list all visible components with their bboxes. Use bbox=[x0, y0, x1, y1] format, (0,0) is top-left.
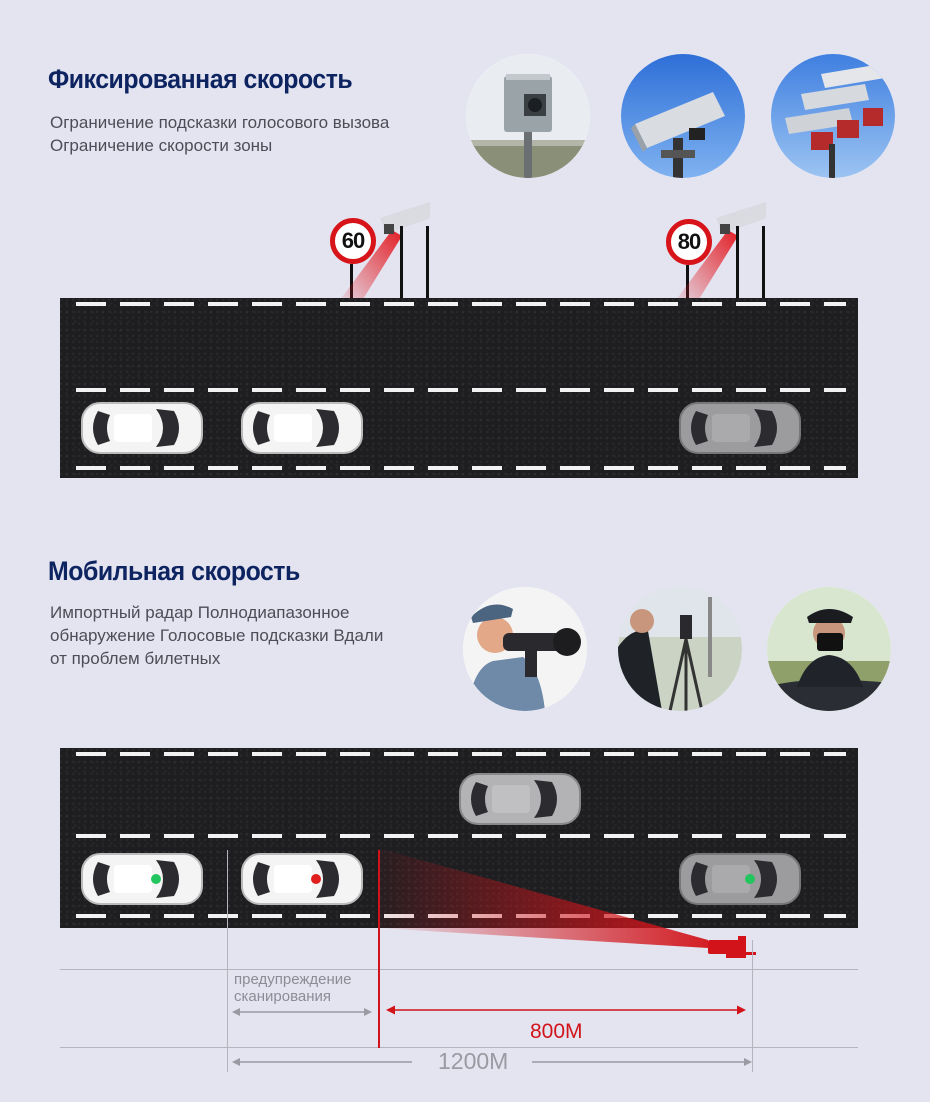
guide-line-vertical bbox=[752, 940, 753, 1072]
photo-police-laser-gun bbox=[767, 587, 891, 711]
mobile-speed-line-1: Импортный радар Полнодиапазонное bbox=[50, 603, 350, 622]
status-dot-green bbox=[151, 874, 161, 884]
car-white bbox=[241, 402, 363, 454]
distance-800-label: 800M bbox=[530, 1020, 583, 1043]
lane-marking bbox=[76, 302, 846, 306]
photo-police-radar-gun bbox=[463, 587, 587, 711]
distance-1200-label: 1200M bbox=[438, 1048, 509, 1074]
photo-traffic-cameras-cluster bbox=[771, 54, 895, 178]
status-dot-red bbox=[311, 874, 321, 884]
status-dot-green bbox=[745, 874, 755, 884]
lane-marking bbox=[76, 466, 846, 470]
speed-limit-sign-80: 80 bbox=[666, 219, 712, 265]
scan-range-arrow bbox=[232, 1008, 372, 1016]
photo-surveillance-camera bbox=[621, 54, 745, 178]
car-white bbox=[81, 853, 203, 905]
sign-pole bbox=[686, 265, 689, 298]
speed-camera-icon bbox=[340, 201, 430, 304]
sign-pole bbox=[350, 264, 353, 298]
car-gray bbox=[679, 402, 801, 454]
mobile-speed-line-3: от проблем билетных bbox=[50, 649, 221, 668]
speed-camera-icon bbox=[676, 201, 766, 304]
car-gray bbox=[459, 773, 581, 825]
distance-1200-arrow bbox=[232, 1058, 752, 1066]
lane-marking bbox=[76, 834, 846, 838]
guide-line-vertical bbox=[227, 850, 228, 1072]
photo-police-tripod-radar bbox=[618, 587, 742, 711]
scan-warning-line-2: сканирования bbox=[234, 988, 332, 1005]
mobile-speed-title: Мобильная скорость bbox=[48, 556, 300, 586]
fixed-speed-description: Ограничение подсказки голосового вызова … bbox=[50, 111, 389, 157]
car-gray bbox=[679, 853, 801, 905]
photo-speed-camera-box bbox=[466, 54, 590, 178]
fixed-speed-title: Фиксированная скорость bbox=[48, 64, 353, 94]
car-white bbox=[241, 853, 363, 905]
lane-marking bbox=[76, 388, 846, 392]
guide-line-horizontal bbox=[60, 1047, 858, 1048]
fixed-speed-line-2: Ограничение скорости зоны bbox=[50, 136, 273, 155]
guide-line-vertical-red bbox=[378, 850, 380, 1048]
scan-warning-line-1: предупреждение bbox=[234, 971, 352, 988]
car-white bbox=[81, 402, 203, 454]
speed-limit-sign-60: 60 bbox=[330, 218, 376, 264]
mobile-speed-description: Импортный радар Полнодиапазонное обнаруж… bbox=[50, 601, 383, 670]
fixed-speed-line-1: Ограничение подсказки голосового вызова bbox=[50, 113, 390, 132]
radar-beam bbox=[378, 848, 708, 948]
mobile-camera-icon bbox=[708, 936, 756, 958]
distance-800-arrow bbox=[386, 1005, 746, 1015]
lane-marking bbox=[76, 752, 846, 756]
guide-line-horizontal bbox=[60, 969, 858, 970]
mobile-speed-line-2: обнаружение Голосовые подсказки Вдали bbox=[50, 626, 384, 645]
scan-warning-label: предупреждение сканирования bbox=[234, 971, 352, 1005]
